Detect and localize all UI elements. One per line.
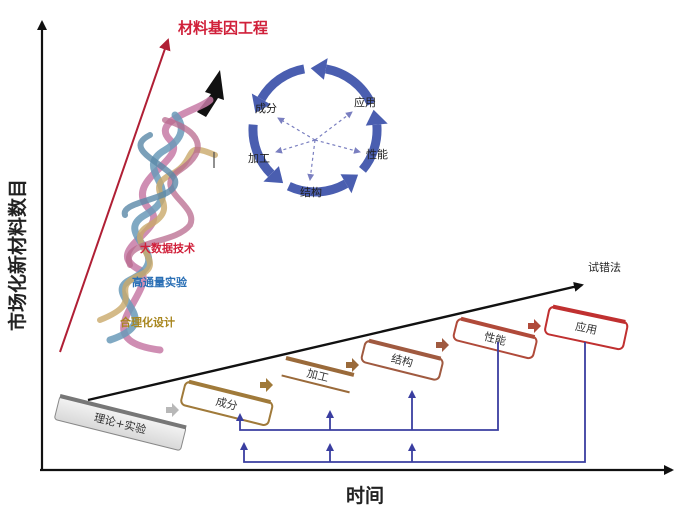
helix-label-rational-design: 合理化设计 [120, 315, 175, 329]
cycle-node-label: 结构 [300, 185, 322, 199]
cycle-node-label: 加工 [248, 152, 270, 165]
trend-block-arrow [197, 70, 224, 117]
cycle-arrowhead [365, 109, 388, 126]
y-axis-label: 市场化新材料数目 [6, 179, 29, 331]
step-connector-arrow [436, 338, 449, 352]
cycle-link [277, 117, 316, 141]
cycle-arc [286, 179, 349, 197]
step-label: 加工 [305, 367, 329, 385]
step-box: 成分 [180, 379, 274, 426]
cycle-arc [248, 124, 275, 177]
step-connector-arrow [346, 358, 359, 372]
cycle-link [314, 111, 353, 141]
cycle-arrowhead [340, 174, 359, 194]
cycle-arc [324, 64, 376, 106]
step-label: 应用 [574, 319, 598, 337]
trial-error-arrow [87, 281, 584, 402]
step-box: 理论+实验 [54, 394, 187, 451]
helix-strand-steel [121, 132, 179, 218]
step-box: 加工 [281, 356, 355, 394]
feedback-loop-outer [240, 342, 586, 463]
cycle-link [275, 139, 316, 154]
step-label: 结构 [390, 351, 415, 370]
cycle-link [307, 139, 316, 181]
step-box: 应用 [544, 304, 629, 351]
step-connector-arrow [528, 319, 541, 333]
cycle-arrowhead [310, 58, 328, 80]
step-connector-arrow [260, 378, 273, 392]
cycle-arrowhead [251, 93, 271, 113]
helix-strand-rose [125, 117, 201, 268]
step-label: 成分 [214, 395, 238, 413]
step-connector-arrow [166, 403, 179, 417]
helix-label-big-data: 大数据技术 [140, 241, 195, 255]
materials-genome-label: 材料基因工程 [178, 19, 268, 37]
cycle-node-label: 性能 [366, 147, 388, 161]
step-label: 性能 [483, 329, 508, 348]
x-axis-label: 时间 [346, 485, 384, 507]
cycle-node-label: 应用 [354, 95, 376, 109]
helix [97, 96, 218, 354]
cycle-link [314, 139, 361, 154]
materials-genome-arrow [59, 38, 171, 353]
feedback-loop-inner [236, 342, 499, 431]
step-box: 性能 [452, 316, 538, 360]
cycle-arc [257, 64, 306, 102]
feedback-loops [236, 342, 586, 463]
axes [37, 20, 674, 475]
cycle-arrowhead [263, 166, 284, 184]
step-box: 结构 [360, 338, 444, 381]
cycle-node-label: 成分 [255, 102, 277, 115]
helix-label-high-throughput: 高通量实验 [132, 275, 188, 289]
step-chain: 理论+实验 成分 加工 结构 性能 应用 [54, 304, 629, 451]
trial-error-label: 试错法 [588, 260, 621, 274]
cycle-arc [358, 124, 382, 173]
